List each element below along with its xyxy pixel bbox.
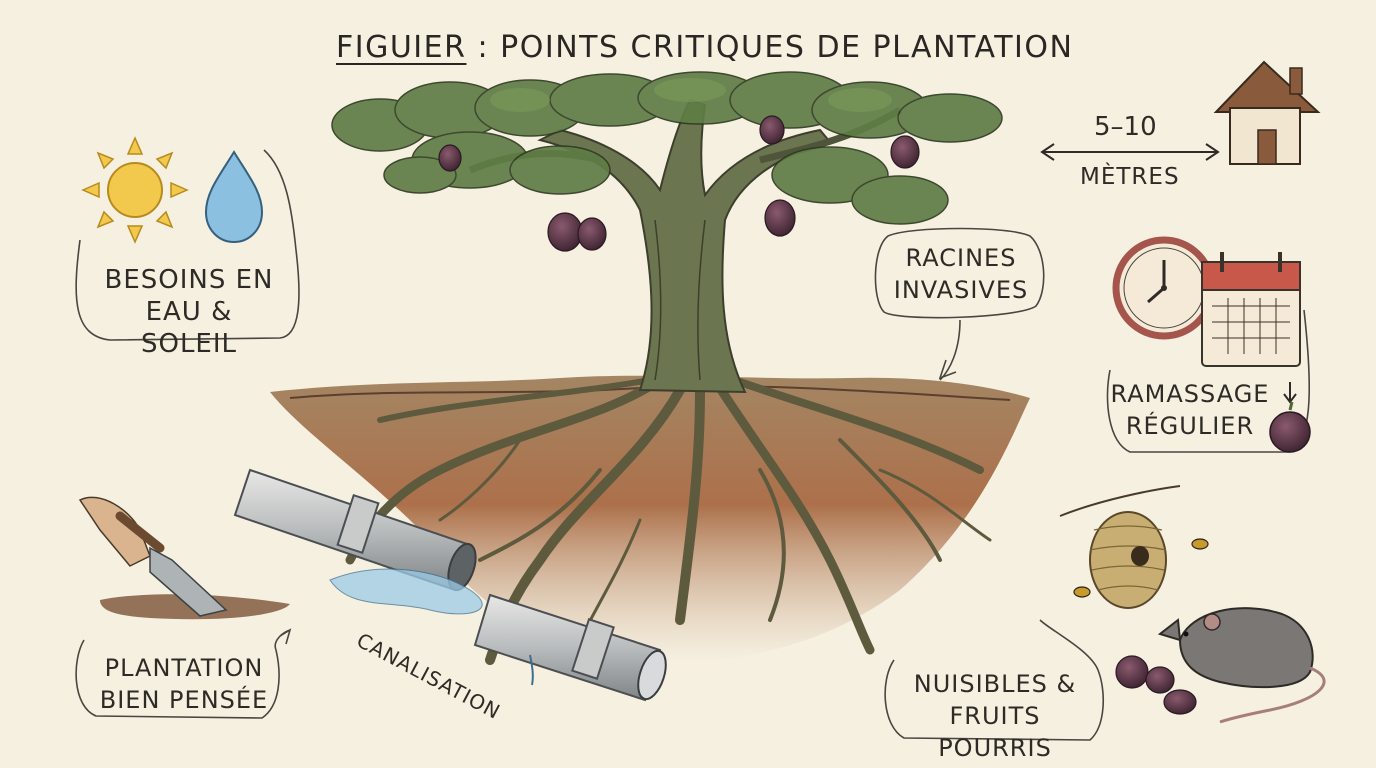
distance-unit: MÈTRES	[1080, 164, 1180, 190]
title-main: FIGUIER	[336, 30, 467, 65]
trowel-icon	[78, 496, 290, 620]
label-harvest-line-1: RAMASSAGE	[1110, 380, 1270, 408]
wasp-icon	[1073, 538, 1209, 598]
distance-value: 5–10	[1094, 112, 1157, 142]
label-planting: PLANTATION BIEN PENSÉE	[96, 652, 272, 716]
rat-icon	[1157, 607, 1326, 724]
clock-icon	[1112, 236, 1216, 340]
water-drop-icon	[204, 150, 264, 244]
fallen-figs	[1115, 655, 1197, 715]
label-sun-water: BESOINS EN EAU & SOLEIL	[94, 264, 284, 360]
distance-arrow	[1040, 143, 1220, 161]
label-sun-water-line-2: EAU & SOLEIL	[140, 297, 238, 359]
beehive-icon	[1059, 485, 1181, 609]
label-planting-line-2: BIEN PENSÉE	[99, 686, 269, 714]
pipe-icon	[233, 468, 667, 702]
label-pests: NUISIBLES & FRUITS POURRIS	[892, 668, 1098, 764]
label-pests-line-2: FRUITS POURRIS	[938, 702, 1052, 762]
label-sun-water-line-1: BESOINS EN	[104, 265, 274, 295]
label-roots: RACINES INVASIVES	[886, 242, 1036, 306]
page-title: FIGUIER : POINTS CRITIQUES DE PLANTATION	[336, 30, 1073, 65]
house-icon	[1213, 60, 1321, 165]
tree-trunk	[468, 98, 902, 394]
label-roots-line-2: INVASIVES	[893, 276, 1029, 304]
sun-icon	[81, 136, 189, 244]
label-planting-line-1: PLANTATION	[104, 654, 264, 682]
label-roots-line-1: RACINES	[905, 244, 1017, 272]
fig-icon	[1269, 382, 1311, 453]
calendar-icon	[1201, 252, 1301, 367]
title-rest: : POINTS CRITIQUES DE PLANTATION	[466, 30, 1074, 65]
label-pests-line-1: NUISIBLES &	[913, 670, 1077, 698]
label-harvest: RAMASSAGE RÉGULIER	[1106, 378, 1274, 442]
label-harvest-line-2: RÉGULIER	[1125, 412, 1255, 440]
tree-figs	[438, 115, 920, 252]
canopy	[331, 71, 1003, 225]
